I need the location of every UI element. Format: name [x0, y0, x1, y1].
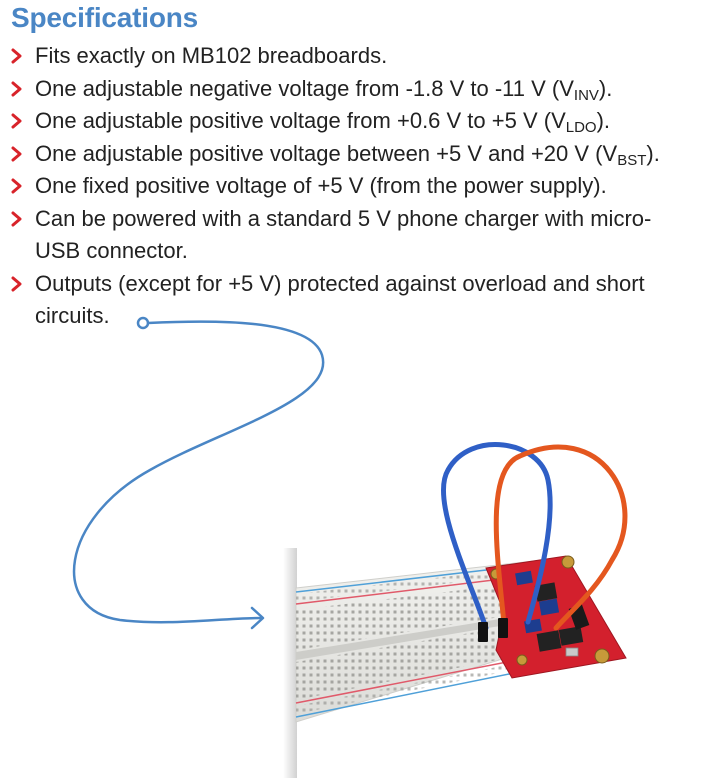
- spec-item: One adjustable positive voltage from +0.…: [10, 105, 710, 138]
- spec-text-end: ).: [596, 108, 611, 133]
- subscript-bst: BST: [617, 151, 647, 169]
- spec-item: One adjustable positive voltage between …: [10, 138, 710, 171]
- spec-text: Can be powered with a standard 5 V phone…: [35, 205, 652, 231]
- chevron-right-icon: [11, 48, 22, 64]
- chevron-right-icon: [11, 178, 22, 194]
- breadboard: [295, 557, 605, 723]
- spec-list: Fits exactly on MB102 breadboards. One a…: [10, 40, 710, 333]
- spec-text: Outputs (except for +5 V) protected agai…: [35, 270, 645, 296]
- chevron-right-icon: [11, 276, 22, 291]
- spec-item: One fixed positive voltage of +5 V (from…: [10, 170, 710, 203]
- subscript-ldo: LDO: [565, 119, 597, 136]
- spec-text: One adjustable positive voltage from +0.…: [35, 108, 566, 133]
- spec-item: Outputs (except for +5 V) protected agai…: [10, 268, 710, 333]
- chevron-right-icon: [11, 81, 22, 96]
- spec-item: One adjustable negative voltage from -1.…: [10, 73, 710, 106]
- spec-text-end: ).: [598, 75, 613, 101]
- chevron-right-icon: [11, 211, 22, 226]
- spec-text-line2: USB connector.: [35, 238, 188, 263]
- spec-item: Can be powered with a standard 5 V phone…: [10, 203, 710, 268]
- spec-item: Fits exactly on MB102 breadboards.: [10, 40, 710, 73]
- page-title: Specifications: [11, 2, 199, 33]
- subscript-inv: INV: [573, 86, 599, 104]
- spec-text-line2: circuits.: [35, 303, 110, 328]
- jumper-wires: [441, 442, 628, 642]
- spec-text: One adjustable negative voltage from -1.…: [35, 75, 574, 101]
- chevron-right-icon: [11, 113, 22, 129]
- power-module-pcb: [485, 555, 627, 679]
- chevron-right-icon: [11, 146, 22, 161]
- spec-text: One adjustable positive voltage between …: [35, 140, 618, 166]
- spec-text: Fits exactly on MB102 breadboards.: [35, 43, 388, 68]
- spec-text-end: ).: [646, 140, 660, 166]
- spec-text: One fixed positive voltage of +5 V (from…: [35, 173, 607, 198]
- photo-edge-shadow: [283, 548, 297, 778]
